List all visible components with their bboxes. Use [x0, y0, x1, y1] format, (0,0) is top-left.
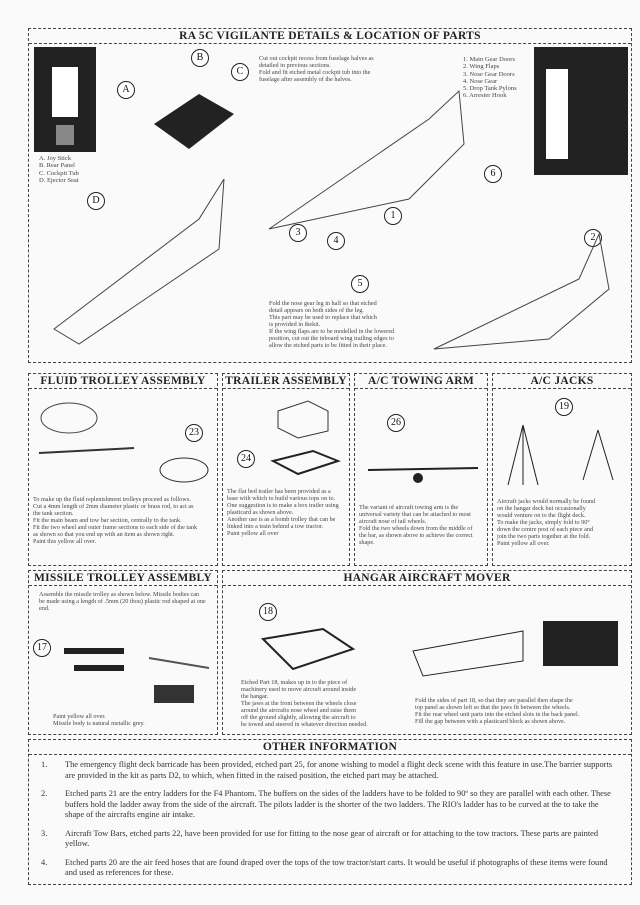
- hangar-mover-text-left: Etched Part 18, makes up in to the piece…: [241, 679, 368, 728]
- hangar-mover-flat-drawing: [260, 627, 356, 671]
- callout-6: 6: [484, 165, 502, 183]
- aircraft-underside-drawing: [268, 89, 465, 230]
- aircraft-side-drawing: [53, 179, 225, 345]
- fluid-trolley-text: To make up the fluid replenishment troll…: [33, 496, 198, 545]
- nose-gear-note: Fold the nose gear leg in half so that e…: [269, 300, 395, 349]
- cockpit-tub-drawing: [154, 94, 234, 149]
- towing-arm-drawing: [367, 467, 479, 483]
- callout-d: D: [87, 192, 105, 210]
- fluid-trolley-drawing: [159, 457, 209, 483]
- aircraft-top-drawing: [433, 232, 610, 350]
- section-title: MISSILE TROLLEY ASSEMBLY: [29, 571, 217, 586]
- other-information-section: OTHER INFORMATION 1.The emergency flight…: [28, 739, 632, 885]
- towing-arm-text: The variant of aircraft towing arm is th…: [359, 504, 473, 546]
- legend-item: D. Ejector Seat: [39, 176, 79, 184]
- part-number-24: 24: [237, 450, 255, 468]
- parts-fret-drawing: [534, 47, 628, 175]
- section-title: OTHER INFORMATION: [29, 740, 631, 755]
- trailer-text: The flat bed trailer has been provided a…: [227, 488, 339, 537]
- section-title: FLUID TROLLEY ASSEMBLY: [29, 374, 217, 389]
- cockpit-fret-drawing: [34, 47, 96, 152]
- callout-a: A: [117, 81, 135, 99]
- info-item: 3.Aircraft Tow Bars, etched parts 22, ha…: [41, 828, 599, 849]
- info-item: 4.Etched parts 20 are the air feed hoses…: [41, 857, 608, 878]
- part-number-19: 19: [555, 398, 573, 416]
- part-number-17: 17: [33, 639, 51, 657]
- flatbed-trailer-drawing: [270, 449, 341, 476]
- other-information-list: 1.The emergency flight deck barricade ha…: [41, 760, 617, 887]
- callout-c: C: [231, 63, 249, 81]
- missile-trolley-paint: Paint yellow all over.Missile body is na…: [53, 713, 145, 727]
- callout-4: 4: [327, 232, 345, 250]
- section-title: A/C TOWING ARM: [355, 374, 487, 389]
- missile-trolley-drawing: [64, 648, 210, 703]
- section-title: TRAILER ASSEMBLY: [223, 374, 349, 389]
- legend-item: B. Rear Panel: [39, 162, 75, 170]
- callout-1: 1: [384, 207, 402, 225]
- callout-3: 3: [289, 224, 307, 242]
- part-number-26: 26: [387, 414, 405, 432]
- section-title: RA 5C VIGILANTE DETAILS & LOCATION OF PA…: [29, 29, 631, 44]
- box-trailer-drawing: [277, 400, 329, 439]
- info-item: 1.The emergency flight deck barricade ha…: [41, 760, 613, 780]
- info-item: 2.Etched parts 21 are the entry ladders …: [41, 789, 611, 819]
- vigilante-section: RA 5C VIGILANTE DETAILS & LOCATION OF PA…: [28, 28, 632, 363]
- fluid-trolley-parts-drawing: [38, 402, 135, 454]
- jacks-drawing: [507, 424, 614, 486]
- part-number-18: 18: [259, 603, 277, 621]
- cockpit-note: Cut out cockpit recess from fuselage hal…: [259, 55, 374, 83]
- callout-5: 5: [351, 275, 369, 293]
- missile-trolley-intro: Assemble the missile trolley as shown be…: [39, 591, 206, 612]
- hangar-mover-assembled-drawing: [412, 621, 618, 677]
- fluid-trolley-section: FLUID TROLLEY ASSEMBLY 23 To make up the…: [28, 373, 218, 566]
- legend-item: C. Cockpit Tub: [39, 169, 79, 177]
- section-title: HANGAR AIRCRAFT MOVER: [223, 571, 631, 586]
- section-title: A/C JACKS: [493, 374, 631, 389]
- missile-trolley-section: MISSILE TROLLEY ASSEMBLY Assemble the mi…: [28, 570, 218, 735]
- towing-arm-section: A/C TOWING ARM 26 The variant of aircraf…: [354, 373, 488, 566]
- hangar-mover-text-right: Fold the sides of part 18, so that they …: [415, 697, 580, 725]
- jacks-section: A/C JACKS 19 Aircraft jacks would normal…: [492, 373, 632, 566]
- hangar-mover-section: HANGAR AIRCRAFT MOVER 18 Etched Part 18,…: [222, 570, 632, 735]
- trailer-section: TRAILER ASSEMBLY 24 The flat bed trailer…: [222, 373, 350, 566]
- part-number-23: 23: [185, 424, 203, 442]
- callout-b: B: [191, 49, 209, 67]
- legend-item: A. Joy Stick: [39, 155, 71, 162]
